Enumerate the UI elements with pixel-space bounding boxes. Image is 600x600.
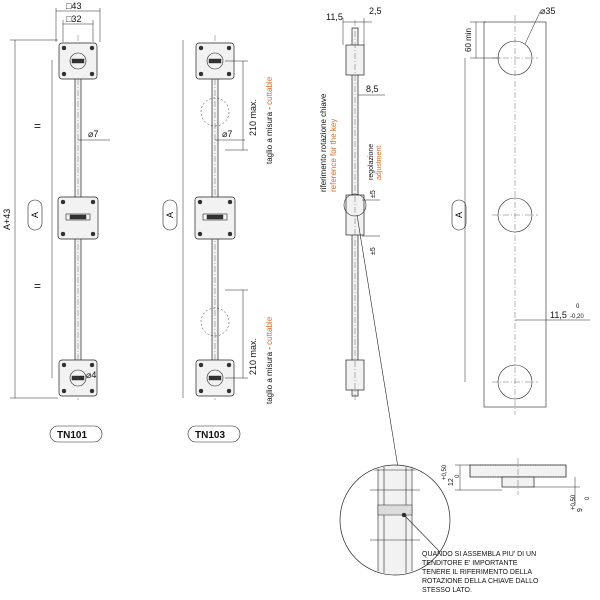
- label-key-ref-it: riferimento rotazione chiave: [319, 93, 328, 192]
- label-a-mid: A: [165, 212, 175, 218]
- label-adjust-it: regolazione: [368, 144, 375, 180]
- dim-dia-4: ⌀4: [86, 370, 96, 380]
- plate-outline: [483, 21, 547, 408]
- tol-12: +0,50: [442, 464, 448, 480]
- label-key-ref-en: reference for the key: [329, 119, 338, 192]
- tn101-view: □43 □32 A+43 = = A: [2, 1, 110, 443]
- label-adjust-en: adjustment: [376, 146, 383, 180]
- dim-square-32: □32: [66, 14, 81, 24]
- dim-9: 9: [577, 508, 584, 512]
- tol-side-upper: 0: [576, 304, 580, 310]
- label-a-right: A: [454, 212, 464, 218]
- dim-12: 12: [448, 478, 455, 486]
- dim-2-5: 2,5: [369, 6, 382, 16]
- dim-dia-7-a: ⌀7: [88, 129, 98, 139]
- dim-60-min: 60 min: [464, 28, 473, 52]
- dim-11-5-side: 11,5: [550, 310, 567, 320]
- note-line-4: ROTAZIONE DELLA CHIAVE DALLO: [422, 578, 539, 585]
- tol-9: +0,50: [571, 494, 577, 510]
- tol-12-b: 0: [455, 474, 461, 478]
- plate-view: ⌀35 60 min A 11,5 0 -0,20: [451, 6, 590, 415]
- side-view: 11,5 2,5 8,5 riferimento rotazione chiav…: [319, 6, 401, 481]
- note-line-5: STESSO LATO.: [422, 587, 472, 594]
- dim-square-43: □43: [66, 1, 81, 11]
- label-cut-bottom-en: cuttable: [265, 316, 274, 345]
- dim-pm5-top: ±5: [370, 190, 377, 198]
- tol-side-lower: -0,20: [570, 314, 584, 320]
- note-line-3: TENERE IL RIFERIMENTO DELLA: [422, 569, 532, 576]
- label-cut-top-it: taglio a misura -: [265, 105, 274, 164]
- label-a-left: A: [30, 212, 40, 218]
- detail-magnifier: [339, 464, 451, 576]
- equal-top: =: [34, 119, 41, 133]
- note-line-1: QUANDO SI ASSEMBLA PIU' DI UN: [422, 551, 536, 558]
- cut-zone-top: [200, 97, 230, 127]
- model-tn101: TN101: [57, 430, 87, 441]
- label-cut-top-en: cuttable: [265, 76, 274, 105]
- tol-9-b: 0: [585, 496, 591, 500]
- label-cut-bottom-it: taglio a misura -: [265, 345, 274, 404]
- dim-pm5-bottom: ±5: [370, 247, 377, 255]
- model-tn103: TN103: [195, 430, 225, 441]
- dim-dia-7-b: ⌀7: [222, 129, 232, 139]
- side-top-block: [345, 44, 365, 76]
- assembly-note: QUANDO SI ASSEMBLA PIU' DI UN TENDITORE …: [422, 551, 539, 594]
- section-detail: 12 +0,50 0 9 +0,50 0: [442, 458, 591, 512]
- detail-circle: [343, 193, 367, 217]
- dim-a-plus-43: A+43: [2, 209, 12, 230]
- dim-210-max-bottom: 210 max.: [248, 338, 258, 375]
- dim-210-max-top: 210 max.: [248, 99, 258, 136]
- cut-zone-bottom: [200, 307, 230, 337]
- dim-11-5-top: 11,5: [326, 12, 343, 22]
- label-cut-top: taglio a misura - cuttable: [265, 76, 274, 164]
- equal-bottom: =: [34, 279, 41, 293]
- label-cut-bottom: taglio a misura - cuttable: [265, 316, 274, 404]
- dim-8-5: 8,5: [366, 84, 379, 94]
- dim-dia-35: ⌀35: [540, 6, 555, 16]
- tn103-view: A 210 max. taglio a misura - cuttable 21…: [162, 35, 274, 443]
- note-line-2: TENDITORE E' IMPORTANTE: [422, 560, 518, 567]
